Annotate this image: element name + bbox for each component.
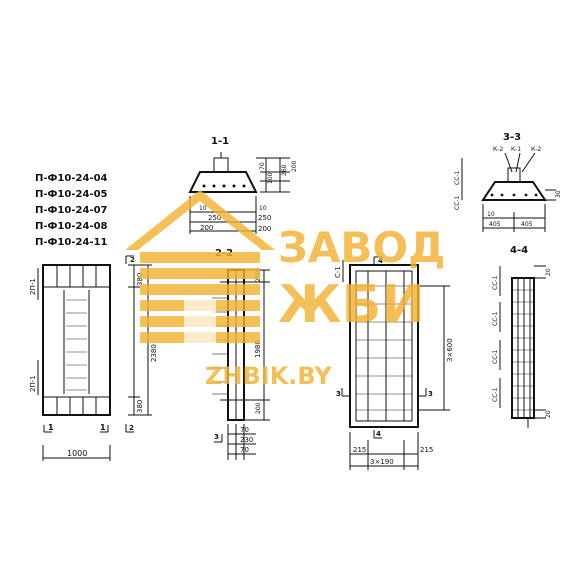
dim-10-right: 10 <box>259 205 267 212</box>
dim-3x190: 3×190 <box>370 458 394 466</box>
code-4: П-Ф10-24-08 <box>35 221 108 232</box>
dim-250-right: 250 <box>258 214 271 222</box>
code-3: П-Ф10-24-07 <box>35 205 108 216</box>
dim-200-col-bottom: 200 <box>255 402 262 414</box>
column-4-4 <box>511 277 535 419</box>
dim-10-33: 10 <box>487 211 495 218</box>
mark-3-right: 3 <box>428 390 433 398</box>
code-2: П-Ф10-24-05 <box>35 189 108 200</box>
dim-260: 260 <box>281 164 288 176</box>
section-2-2: 2-2 200 1980 200 70 230 70 3 <box>212 248 270 460</box>
label-k1: К-1 <box>511 146 521 153</box>
plan-outline <box>42 264 111 416</box>
label-k2-a: К-2 <box>493 146 503 153</box>
side-view: С-1 4 4 3 3 3×600 215 215 3×190 <box>334 256 454 470</box>
dim-3x600: 3×600 <box>446 338 454 362</box>
dim-20-top: 20 <box>545 268 552 276</box>
label-sc1-44a: СС-1 <box>492 275 499 290</box>
dim-230: 230 <box>240 436 253 444</box>
code-1: П-Ф10-24-04 <box>35 173 108 184</box>
mark-3-left: 3 <box>336 390 341 398</box>
watermark-logo: ЗАВОД ЖБИ ZHBIK.BY <box>125 190 445 390</box>
dim-70-col-b: 70 <box>240 446 249 454</box>
section-title-3-3: 3-3 <box>503 132 521 143</box>
mark-2-bottom: 2 <box>129 424 134 432</box>
watermark-line1: ЗАВОД <box>278 223 445 272</box>
label-sc1-33b: СС-1 <box>454 195 461 210</box>
mark-1-left: 1 <box>48 423 54 432</box>
label-sc1-44d: СС-1 <box>492 387 499 402</box>
dim-405-right: 405 <box>521 221 533 228</box>
dim-405-left: 405 <box>489 221 501 228</box>
mark-2-top: 2 <box>130 256 135 264</box>
dim-200-left: 200 <box>200 224 213 232</box>
mark-4-top: 4 <box>378 257 383 265</box>
dim-200-top: 200 <box>291 160 298 172</box>
side-outline <box>349 264 419 428</box>
label-sc1-44b: СС-1 <box>492 311 499 326</box>
mark-3-col: 3 <box>214 433 219 441</box>
dim-215-right: 215 <box>420 446 433 454</box>
code-list: П-Ф10-24-04 П-Ф10-24-05 П-Ф10-24-07 П-Ф1… <box>35 173 108 248</box>
label-sc1-44c: СС-1 <box>492 349 499 364</box>
mark-1-right: 1 <box>100 423 106 432</box>
dim-1980: 1980 <box>254 340 262 358</box>
section-1-1: 1-1 70 100 260 200 10 250 200 10 250 200 <box>188 136 298 234</box>
watermark-url: ZHBIK.BY <box>205 362 332 390</box>
code-5: П-Ф10-24-11 <box>35 237 108 248</box>
plan-label-2p1-bottom: 2П-1 <box>29 375 37 392</box>
dim-70-top: 70 <box>259 162 266 170</box>
label-sc1-33a: СС-1 <box>454 170 461 185</box>
dim-1000: 1000 <box>67 449 87 458</box>
plan-view: 2П-1 2П-1 1 1 1000 380 2380 380 2 2 <box>29 255 158 461</box>
dim-215-left: 215 <box>353 446 366 454</box>
mark-4-bottom: 4 <box>376 430 381 438</box>
label-k2-b: К-2 <box>531 146 541 153</box>
dim-100: 100 <box>267 172 274 184</box>
dim-70-col-a: 70 <box>240 426 249 434</box>
dim-30: 30 <box>555 190 562 198</box>
footing-trapezoid <box>188 171 258 193</box>
dim-200-right: 200 <box>258 225 271 233</box>
dim-20-bottom: 20 <box>545 410 552 418</box>
section-title-1-1: 1-1 <box>211 136 229 147</box>
dim-10-left: 10 <box>199 205 207 212</box>
watermark-line2: ЖБИ <box>278 275 425 335</box>
dim-250-left: 250 <box>208 214 221 222</box>
side-label-s1: С-1 <box>334 266 342 278</box>
footing-3-3 <box>481 181 547 201</box>
section-4-4: 4-4 СС-1 СС-1 СС-1 СС-1 20 20 <box>492 245 552 428</box>
plan-label-2p1-top: 2П-1 <box>29 278 37 295</box>
section-title-4-4: 4-4 <box>510 245 528 256</box>
dim-380-bottom: 380 <box>136 400 144 413</box>
section-3-3: 3-3 К-2 К-1 К-2 СС-1 СС-1 30 10 405 405 <box>454 132 562 232</box>
dim-380-top: 380 <box>136 273 144 286</box>
dim-2380: 2380 <box>150 344 158 362</box>
